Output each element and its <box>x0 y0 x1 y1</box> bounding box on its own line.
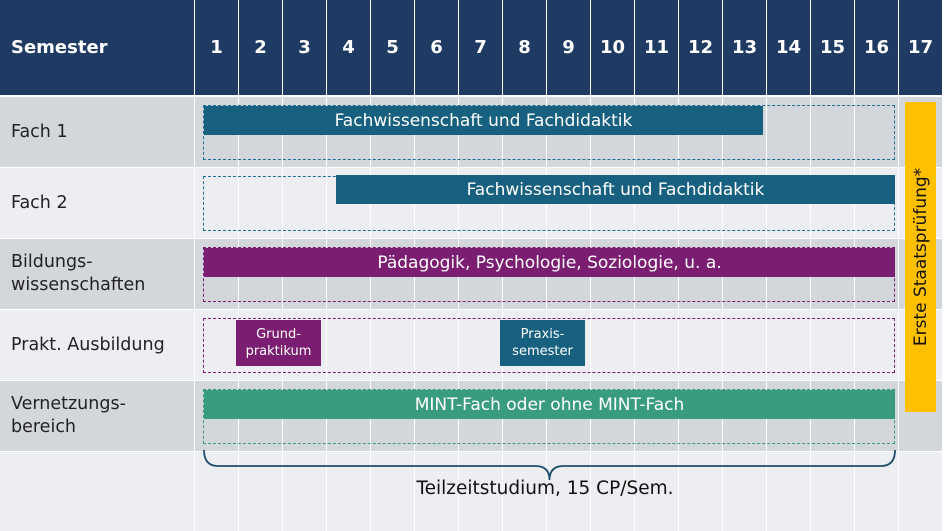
block-row-4-1: Grund- praktikum <box>236 320 321 366</box>
bar-row-2: Fachwissenschaft und Fachdidaktik <box>336 175 895 204</box>
footer-label: Teilzeitstudium, 15 CP/Sem. <box>416 478 674 499</box>
grid-cell <box>679 310 723 381</box>
grid-cell <box>635 310 679 381</box>
header-semester-11: 11 <box>635 0 679 95</box>
grid-cell <box>767 310 811 381</box>
header-semester-9: 9 <box>547 0 591 95</box>
dashed-frame-row-4 <box>203 318 895 373</box>
grid-cell <box>195 310 239 381</box>
dashed-frame-row-1 <box>203 105 895 160</box>
header-semester-17: 17 <box>899 0 943 95</box>
header-semester-4: 4 <box>327 0 371 95</box>
grid-cell <box>239 168 283 239</box>
block-row-4-2: Praxis- semester <box>500 320 585 366</box>
header-semester-label: Semester <box>0 0 195 95</box>
header-semester-7: 7 <box>459 0 503 95</box>
header-semester-8: 8 <box>503 0 547 95</box>
row-label-5: Vernetzungs- bereich <box>0 381 195 452</box>
header-semester-10: 10 <box>591 0 635 95</box>
header-semester-3: 3 <box>283 0 327 95</box>
row-label-4: Prakt. Ausbildung <box>0 310 195 381</box>
grid-cell <box>855 97 899 168</box>
row-label-3: Bildungs- wissenschaften <box>0 239 195 310</box>
header-semester-16: 16 <box>855 0 899 95</box>
bar-row-3: Pädagogik, Psychologie, Soziologie, u. a… <box>204 248 895 277</box>
exam-label: Erste Staatsprüfung* <box>910 167 931 347</box>
bar-row-5: MINT-Fach oder ohne MINT-Fach <box>204 390 895 419</box>
grid-cell <box>855 310 899 381</box>
header-semester-15: 15 <box>811 0 855 95</box>
grid-cell <box>723 310 767 381</box>
grid-cell <box>195 168 239 239</box>
grid-cell <box>371 310 415 381</box>
grid-cell-footer <box>0 452 195 531</box>
header-semester-1: 1 <box>195 0 239 95</box>
grid-cell <box>283 168 327 239</box>
exam-bar: Erste Staatsprüfung* <box>905 102 936 412</box>
header-semester-5: 5 <box>371 0 415 95</box>
grid-cell <box>459 310 503 381</box>
header-semester-14: 14 <box>767 0 811 95</box>
bar-row-1: Fachwissenschaft und Fachdidaktik <box>204 106 763 135</box>
grid-cell <box>767 97 811 168</box>
grid-cell <box>591 310 635 381</box>
row-label-1: Fach 1 <box>0 97 195 168</box>
header-semester-2: 2 <box>239 0 283 95</box>
grid-cell <box>811 97 855 168</box>
header-semester-12: 12 <box>679 0 723 95</box>
grid-cell <box>811 310 855 381</box>
grid-cell <box>415 310 459 381</box>
header-semester-6: 6 <box>415 0 459 95</box>
grid-cell-footer <box>899 452 943 531</box>
grid-cell <box>327 310 371 381</box>
row-label-2: Fach 2 <box>0 168 195 239</box>
header-semester-13: 13 <box>723 0 767 95</box>
